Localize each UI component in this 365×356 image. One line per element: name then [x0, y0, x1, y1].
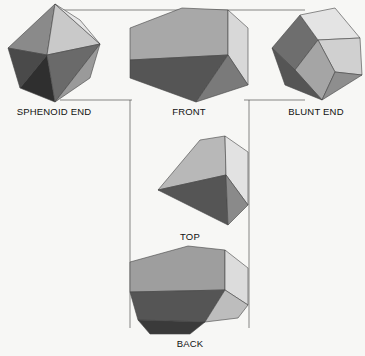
projection-lines: [60, 10, 305, 328]
blunt-end-view: [272, 8, 362, 100]
front-view: [130, 8, 248, 102]
view-label: TOP: [180, 231, 200, 242]
view-label: FRONT: [172, 106, 206, 117]
back-view: [130, 246, 248, 334]
view-label: SPHENOID END: [17, 106, 92, 117]
view-label: BLUNT END: [288, 106, 343, 117]
sphenoid-end-view: [8, 4, 100, 102]
top-view: [158, 136, 248, 225]
view-label: BACK: [177, 338, 204, 349]
